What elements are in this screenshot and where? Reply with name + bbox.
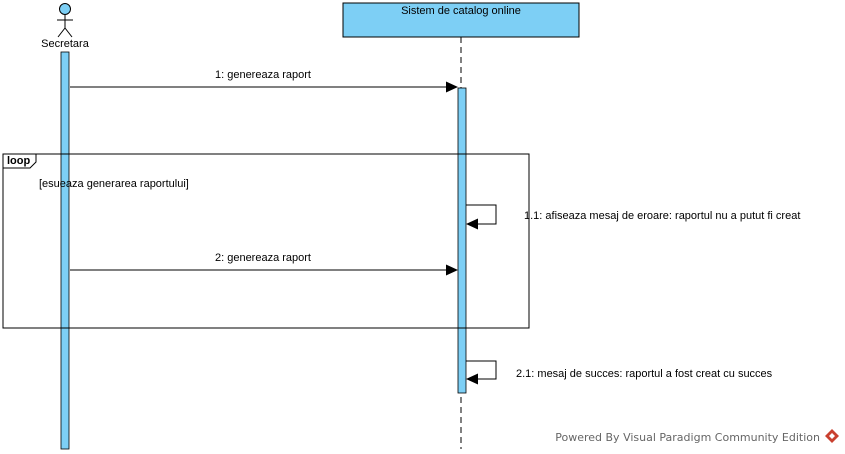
message-2-1-label: 2.1: mesaj de succes: raportul a fost cr… bbox=[516, 368, 773, 380]
system-activation-bar bbox=[457, 87, 467, 394]
message-2-1-self-arrow[interactable] bbox=[466, 360, 497, 385]
message-1-1-self-arrow[interactable] bbox=[466, 204, 497, 230]
system-lifeline-box[interactable] bbox=[342, 2, 580, 38]
loop-guard: [esueaza generarea raportului] bbox=[39, 178, 189, 190]
system-name: Sistem de catalog online bbox=[401, 5, 521, 17]
loop-fragment-tab bbox=[2, 153, 37, 169]
message-1-arrow[interactable] bbox=[70, 81, 458, 93]
actor-activation-bar bbox=[60, 51, 70, 450]
message-1-1-label: 1.1: afiseaza mesaj de eroare: raportul … bbox=[524, 210, 800, 222]
message-2-arrow[interactable] bbox=[70, 264, 458, 276]
actor-figure-icon bbox=[57, 3, 73, 38]
message-2-label: 2: genereaza raport bbox=[215, 252, 311, 264]
visual-paradigm-logo-icon bbox=[825, 429, 839, 443]
loop-operator: loop bbox=[7, 155, 30, 167]
watermark-text: Powered By Visual Paradigm Community Edi… bbox=[555, 431, 820, 444]
loop-fragment bbox=[2, 153, 530, 329]
message-1-label: 1: genereaza raport bbox=[215, 69, 311, 81]
actor-name: Secretara bbox=[41, 38, 90, 50]
